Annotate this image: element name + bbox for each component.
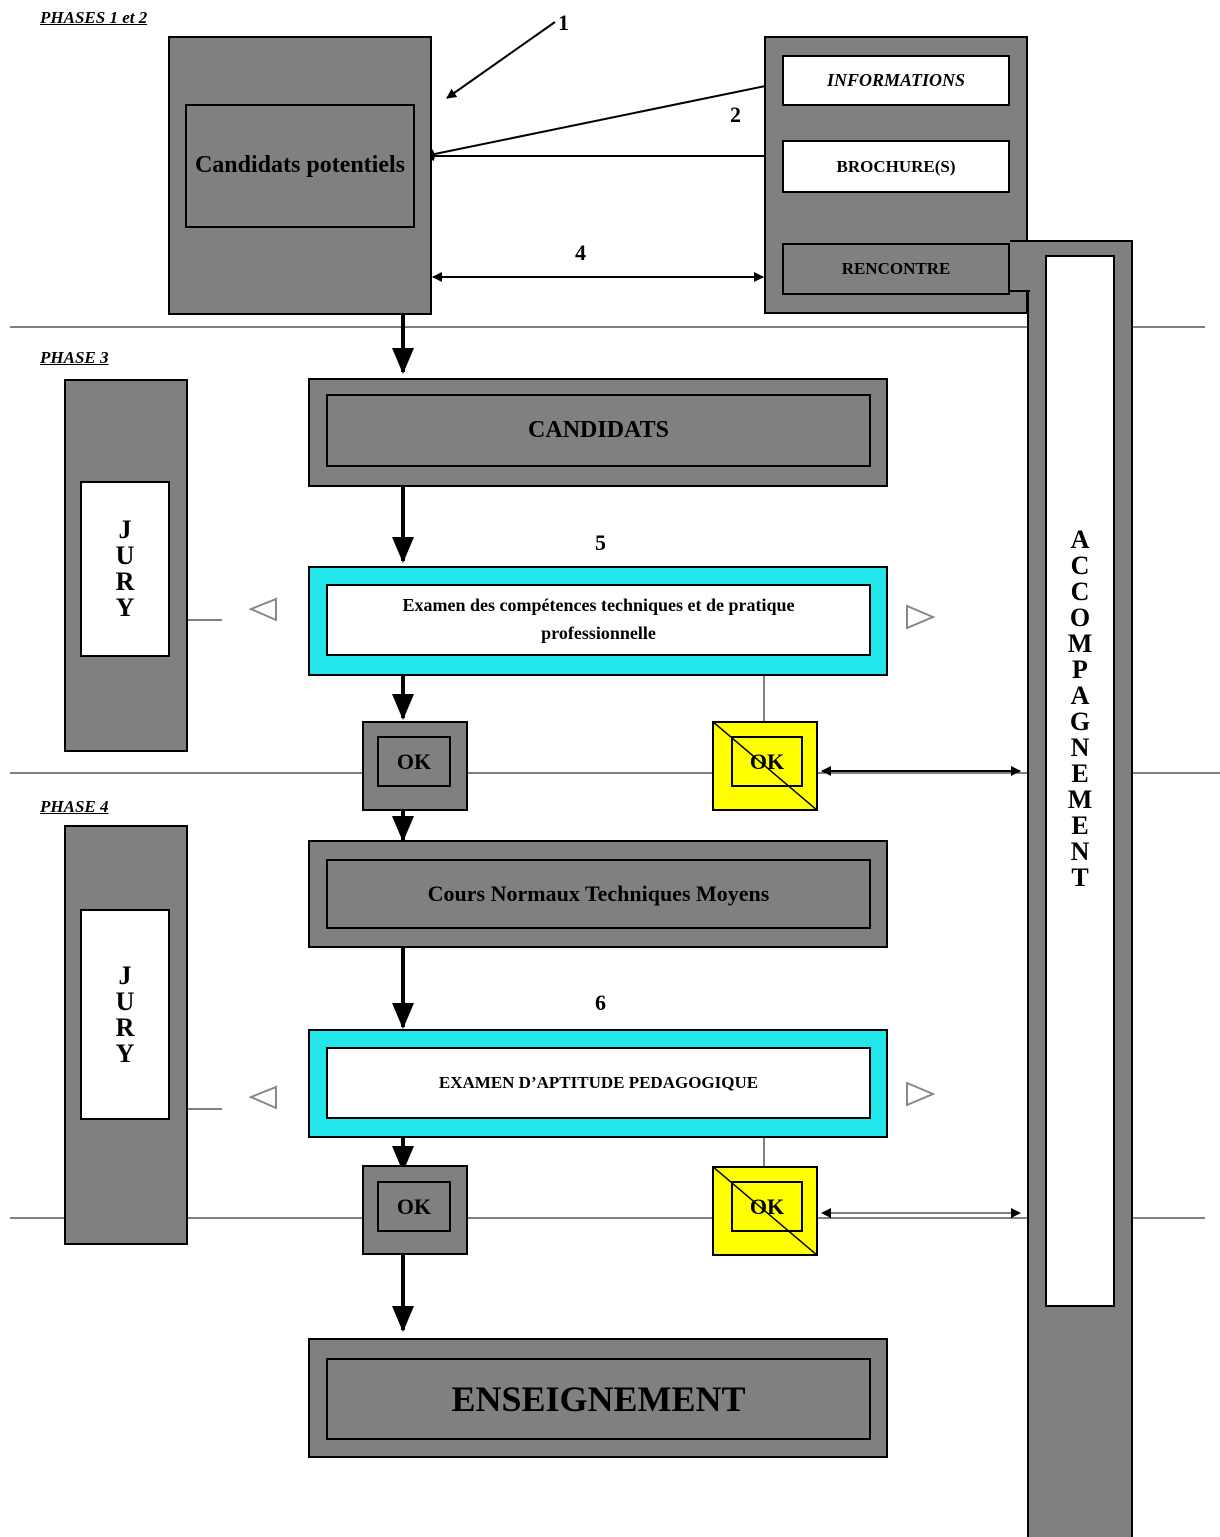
jury-letter: Y	[115, 593, 135, 622]
step-number-5: 5	[595, 530, 606, 555]
accompagnement-letter: A	[1070, 681, 1090, 710]
step-number-2: 2	[730, 102, 741, 127]
ok-box-1: OK	[377, 736, 451, 787]
brochures-box: BROCHURE(S)	[782, 140, 1010, 193]
examen-competences-box: Examen des compétences techniques et de …	[326, 584, 871, 656]
accompagnement-letter: E	[1071, 811, 1089, 840]
jury-letter: J	[118, 515, 132, 544]
step-number-1: 1	[558, 10, 569, 35]
left-eye-marker-1	[248, 597, 277, 622]
candidats-potentiels-box: Candidats potentiels	[185, 104, 415, 228]
candidats-box: CANDIDATS	[326, 394, 871, 467]
accompagnement-box: A C C O M P A G N E M E N T	[1045, 255, 1115, 1307]
accompagnement-letter: N	[1070, 733, 1090, 762]
step-number-4: 4	[575, 240, 586, 265]
phase-label-1-2: PHASES 1 et 2	[40, 8, 148, 27]
accompagnement-letter: C	[1070, 551, 1090, 580]
jury-letter: U	[115, 986, 135, 1016]
phase-label-4: PHASE 4	[40, 797, 109, 816]
not-ok-box-2: OK	[731, 1181, 803, 1232]
arrow-informations	[424, 81, 786, 160]
informations-box: INFORMATIONS	[782, 55, 1010, 106]
left-eye-marker-2	[248, 1085, 277, 1110]
not-ok-box-1: OK	[731, 736, 803, 787]
right-eye-marker-2	[906, 1081, 936, 1107]
jury-letter: Y	[115, 1038, 135, 1068]
step-number-6: 6	[595, 990, 606, 1015]
enseignement-box: ENSEIGNEMENT	[326, 1358, 871, 1440]
accompagnement-letter: M	[1067, 785, 1093, 814]
rencontre-box: RENCONTRE	[782, 243, 1010, 295]
accompagnement-letter: T	[1071, 863, 1089, 892]
accompagnement-letter: A	[1070, 525, 1090, 554]
rencontre-connector	[1010, 240, 1030, 292]
phase-label-3: PHASE 3	[40, 348, 109, 367]
jury-letter: U	[115, 541, 135, 570]
strike-line-1	[712, 721, 818, 811]
jury-box-2: J U R Y	[80, 909, 170, 1120]
ok-box-2: OK	[377, 1181, 451, 1232]
strike-line-2	[712, 1166, 818, 1256]
accompagnement-letter: P	[1072, 655, 1088, 684]
accompagnement-letter: G	[1069, 707, 1091, 736]
jury-letter: R	[115, 1012, 135, 1042]
accompagnement-letter: N	[1070, 837, 1090, 866]
arrow-1	[446, 21, 556, 99]
examen-pedagogique-box: EXAMEN D’APTITUDE PEDAGOGIQUE	[326, 1047, 871, 1119]
jury-letter: J	[118, 960, 132, 990]
cours-box: Cours Normaux Techniques Moyens	[326, 859, 871, 929]
accompagnement-letter: M	[1067, 629, 1093, 658]
accompagnement-letter: C	[1070, 577, 1090, 606]
accompagnement-letter: O	[1069, 603, 1091, 632]
jury-box-1: J U R Y	[80, 481, 170, 657]
right-eye-marker-1	[906, 604, 936, 630]
accompagnement-letter: E	[1071, 759, 1089, 788]
jury-letter: R	[115, 567, 135, 596]
